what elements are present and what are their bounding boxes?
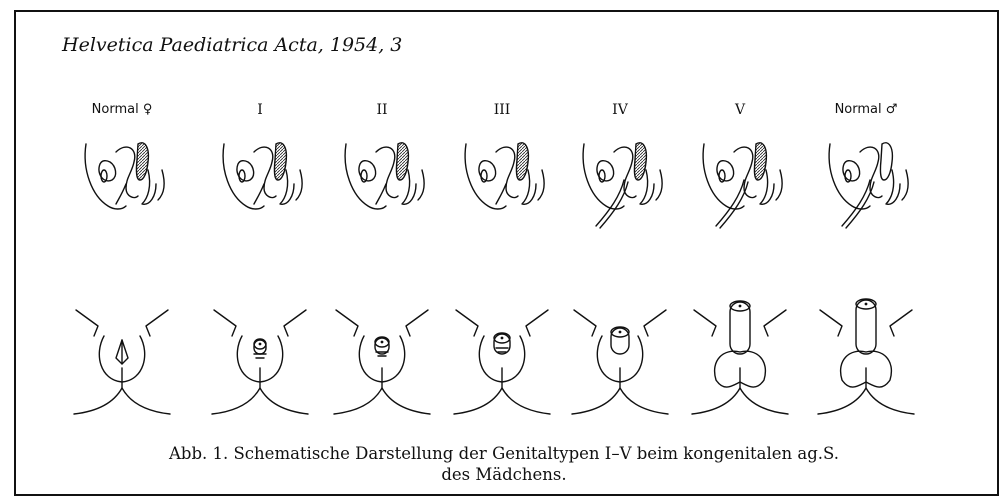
sagittal-diagram-2: [345, 143, 424, 209]
sagittal-diagram-5: [703, 143, 782, 228]
frontal-diagram-3: [454, 310, 550, 414]
sagittal-diagram-1: [223, 143, 302, 209]
sagittal-diagram-4: [583, 143, 662, 228]
frontal-diagram-4: [572, 310, 668, 414]
frontal-diagram-6: [818, 299, 914, 414]
frontal-diagram-5: [692, 301, 788, 414]
sagittal-diagram-0: [85, 143, 164, 209]
sagittal-diagram-6: [829, 143, 908, 228]
figure-caption-line-1: Abb. 1. Schematische Darstellung der Gen…: [0, 443, 1008, 465]
sagittal-diagram-3: [465, 143, 544, 209]
frontal-diagram-1: [212, 310, 308, 414]
figure-caption-line-2: des Mädchens.: [0, 464, 1008, 486]
frontal-diagram-0: [74, 310, 170, 414]
frontal-diagram-2: [334, 310, 430, 414]
